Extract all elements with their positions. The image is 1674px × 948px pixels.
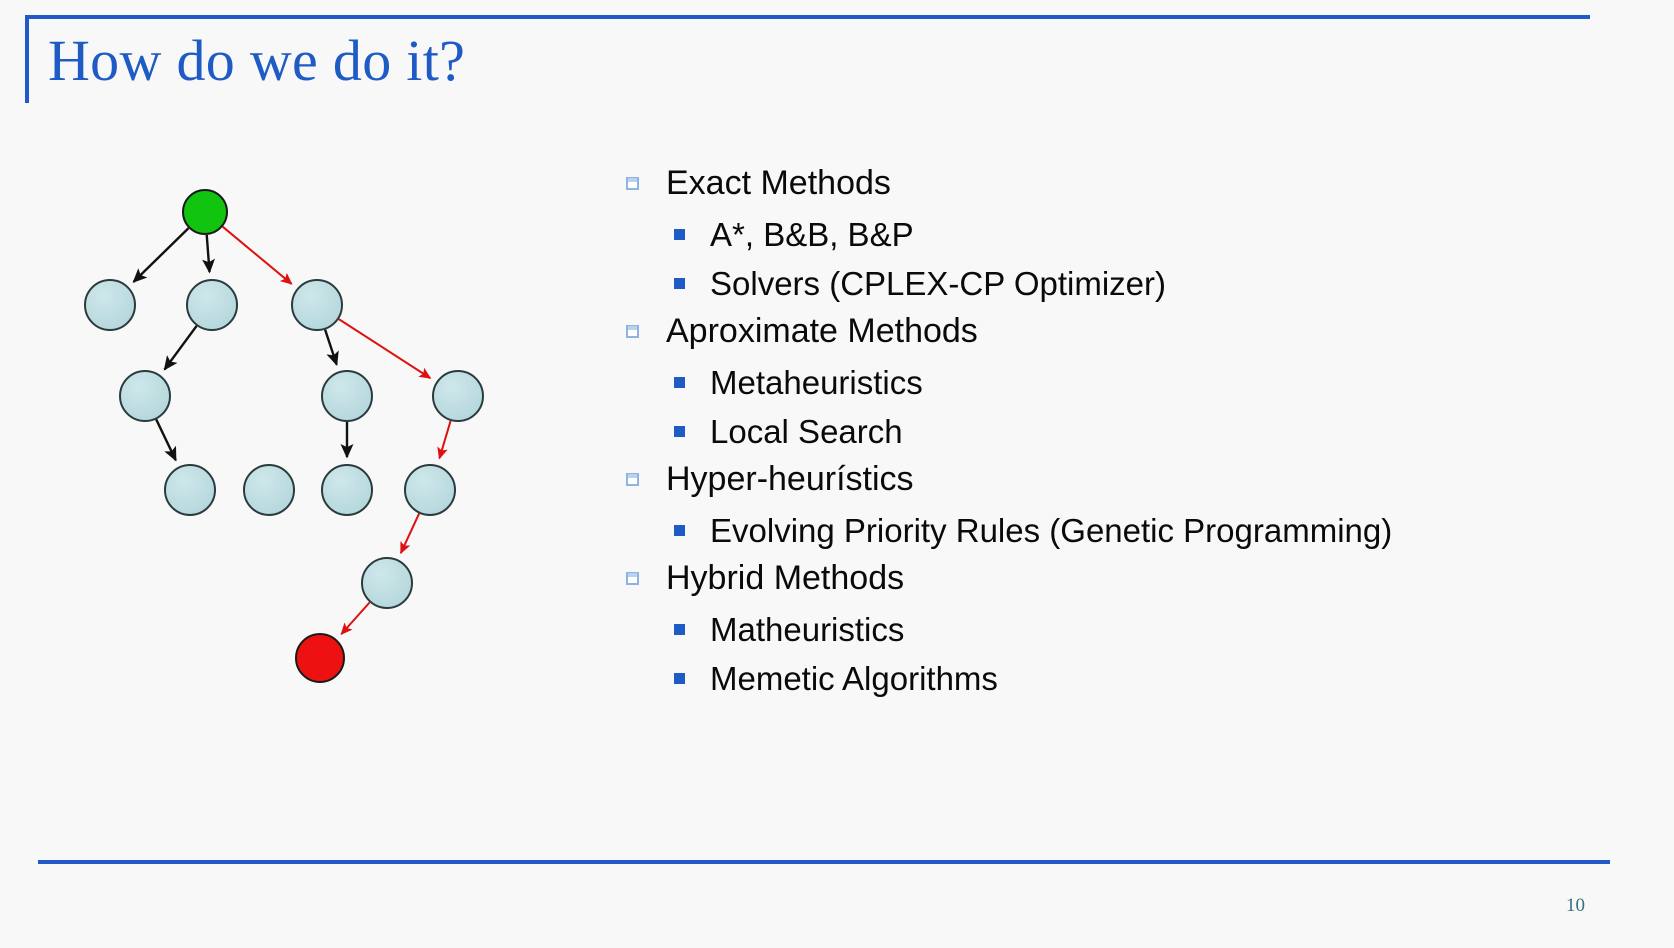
tree-node	[432, 370, 484, 422]
solid-square-bullet-icon	[674, 673, 685, 684]
footer-rule	[38, 860, 1610, 864]
hollow-square-bullet-icon	[626, 572, 639, 585]
tree-edge	[163, 325, 198, 371]
search-tree-diagram	[40, 155, 580, 715]
title-left-rule	[25, 15, 29, 103]
outline-item-label: Memetic Algorithms	[710, 660, 998, 697]
tree-edge-group	[132, 225, 452, 636]
tree-edge-highlighted	[437, 420, 452, 460]
tree-edge	[155, 418, 177, 462]
outline-item-label: Aproximate Methods	[666, 312, 978, 350]
tree-node	[404, 464, 456, 516]
tree-edge-highlighted	[340, 601, 371, 636]
outline-item: Evolving Priority Rules (Genetic Program…	[620, 506, 1640, 555]
solid-square-bullet-icon	[674, 426, 685, 437]
tree-edge-highlighted	[338, 318, 432, 379]
outline-item: Memetic Algorithms	[620, 654, 1640, 703]
page-number: 10	[1566, 895, 1585, 916]
tree-node	[321, 370, 373, 422]
tree-edge	[324, 329, 339, 367]
tree-node	[243, 464, 295, 516]
outline-item: Solvers (CPLEX-CP Optimizer)	[620, 259, 1640, 308]
solid-square-bullet-icon	[674, 624, 685, 635]
outline-item-label: Local Search	[710, 413, 903, 450]
outline-item-label: Evolving Priority Rules (Genetic Program…	[710, 512, 1393, 549]
solid-square-bullet-icon	[674, 525, 685, 536]
title-top-rule	[25, 15, 1590, 19]
outline-item-label: Hyper-heurístics	[666, 460, 914, 498]
outline-item-label: Exact Methods	[666, 164, 891, 202]
outline-item-label: Hybrid Methods	[666, 559, 905, 597]
tree-node	[186, 279, 238, 331]
outline-item: Matheuristics	[620, 605, 1640, 654]
page-title: How do we do it?	[48, 28, 466, 93]
tree-node	[321, 464, 373, 516]
tree-node	[164, 464, 216, 516]
tree-edge	[132, 227, 190, 283]
tree-root-node	[182, 189, 228, 235]
outline-item: Local Search	[620, 407, 1640, 456]
tree-node-group	[84, 189, 484, 683]
tree-node	[84, 279, 136, 331]
tree-edge-highlighted	[399, 513, 420, 555]
outline-item-label: Metaheuristics	[710, 364, 923, 401]
hollow-square-bullet-icon	[626, 177, 639, 190]
solid-square-bullet-icon	[674, 377, 685, 388]
tree-node	[119, 370, 171, 422]
tree-edge-highlighted	[222, 225, 293, 285]
hollow-square-bullet-icon	[626, 325, 639, 338]
outline-item: Metaheuristics	[620, 358, 1640, 407]
tree-goal-node	[295, 633, 345, 683]
tree-node	[291, 279, 343, 331]
solid-square-bullet-icon	[674, 278, 685, 289]
outline-item: Aproximate Methods	[620, 308, 1640, 358]
outline-item-label: Solvers (CPLEX-CP Optimizer)	[710, 265, 1166, 302]
tree-node	[361, 557, 413, 609]
outline-item: Hybrid Methods	[620, 555, 1640, 605]
outline-item-label: Matheuristics	[710, 611, 905, 648]
tree-edge	[202, 234, 216, 274]
hollow-square-bullet-icon	[626, 473, 639, 486]
search-tree-svg	[84, 189, 484, 683]
outline-item-label: A*, B&B, B&P	[710, 216, 914, 253]
solid-square-bullet-icon	[674, 229, 685, 240]
outline-item: A*, B&B, B&P	[620, 210, 1640, 259]
outline-item: Exact Methods	[620, 160, 1640, 210]
outline-item: Hyper-heurístics	[620, 456, 1640, 506]
